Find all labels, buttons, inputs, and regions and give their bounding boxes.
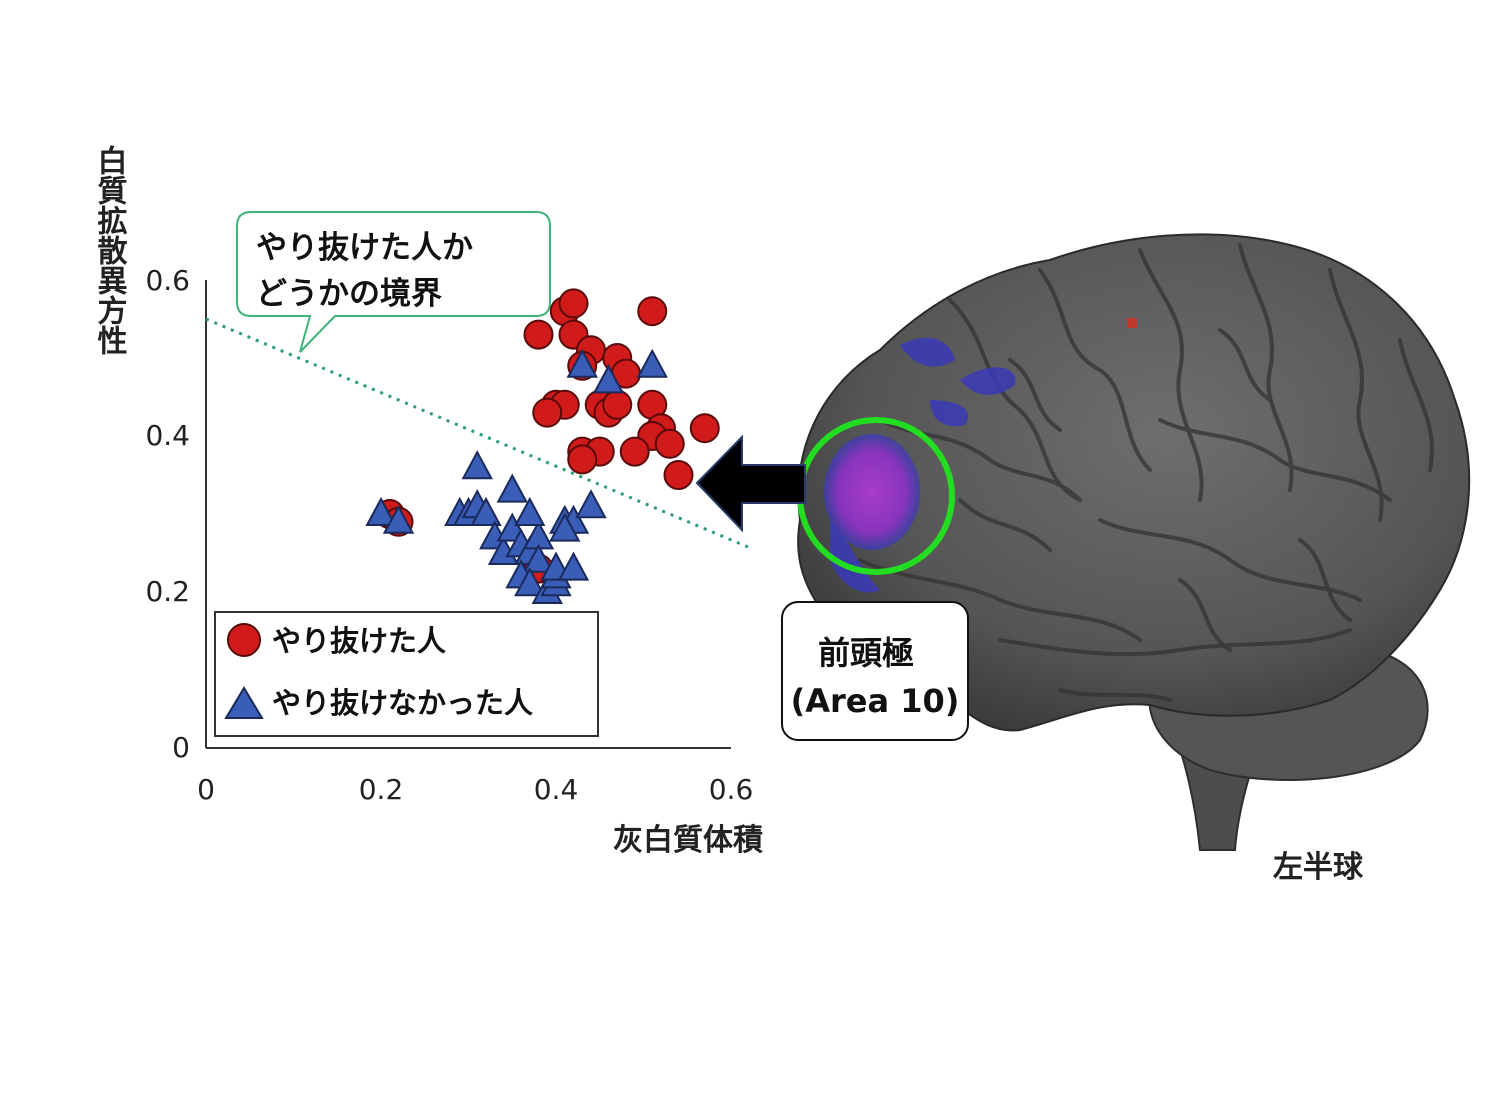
data-point-triangle — [514, 567, 546, 597]
data-point-triangle — [365, 496, 397, 526]
data-marks — [365, 288, 720, 604]
data-point-circle — [532, 397, 563, 428]
data-point-circle — [558, 288, 589, 319]
data-point-triangle — [592, 364, 625, 394]
y-axis-label: 白質拡散異方性 — [92, 145, 128, 355]
region-label-line1: 前頭極 — [818, 634, 914, 672]
data-point-circle — [663, 460, 694, 490]
data-point-triangle — [470, 496, 502, 526]
legend-triangle-marker — [224, 686, 264, 719]
hemisphere-label: 左半球 — [1273, 850, 1364, 885]
callout-line1: やり抜けた人か — [256, 230, 473, 266]
data-point-circle — [619, 436, 650, 467]
data-point-circle — [689, 413, 720, 444]
red-spot — [1127, 318, 1137, 328]
data-point-circle — [637, 296, 668, 327]
data-point-triangle — [496, 473, 528, 503]
callout-bubble — [236, 211, 551, 353]
x-axis-label: 灰白質体積 — [613, 823, 763, 858]
y-tick-labels: 0 0.2 0.4 0.6 — [145, 264, 190, 764]
x-tick-label: 0 — [197, 773, 215, 806]
x-tick-label: 0.2 — [359, 773, 404, 806]
data-point-circle — [567, 444, 598, 475]
data-point-circle — [602, 389, 633, 420]
data-point-triangle — [566, 348, 598, 378]
legend-box — [214, 611, 599, 737]
x-tick-label: 0.4 — [534, 773, 579, 806]
blue-regions — [830, 337, 1016, 593]
data-point-triangle — [549, 512, 581, 542]
x-tick-labels: 0 0.2 0.4 0.6 — [197, 773, 753, 806]
data-point-circle — [523, 319, 554, 350]
callout-line2: どうかの境界 — [256, 276, 442, 312]
data-point-triangle — [557, 551, 590, 581]
data-point-triangle — [461, 450, 493, 480]
pointer-arrow — [695, 434, 806, 533]
y-tick-label: 0 — [172, 731, 190, 764]
data-point-triangle — [382, 504, 415, 534]
brain-illustration — [797, 233, 1471, 851]
legend-label-succeeded: やり抜けた人 — [272, 624, 446, 658]
data-point-triangle — [636, 348, 668, 378]
data-point-triangle — [575, 489, 607, 519]
data-point-triangle — [522, 543, 555, 573]
data-point-triangle — [514, 496, 546, 526]
scatter-chart: 0 0.2 0.4 0.6 0 0.2 0.4 0.6 灰白質体積 白質拡散異方… — [92, 145, 764, 858]
legend-label-not-succeeded: やり抜けなかった人 — [272, 686, 533, 720]
y-tick-label: 0.6 — [145, 264, 190, 297]
data-point-circle — [654, 428, 685, 459]
y-tick-label: 0.2 — [145, 575, 190, 608]
legend: やり抜けた人 やり抜けなかった人 — [214, 611, 599, 737]
region-label-line2: (Area 10) — [791, 682, 960, 720]
legend-circle-marker — [227, 623, 261, 657]
callout: やり抜けた人か どうかの境界 — [236, 211, 551, 353]
frontal-pole-region — [824, 434, 920, 550]
x-tick-label: 0.6 — [709, 773, 754, 806]
region-label-box: 前頭極 (Area 10) — [781, 601, 969, 741]
y-tick-label: 0.4 — [145, 419, 190, 452]
